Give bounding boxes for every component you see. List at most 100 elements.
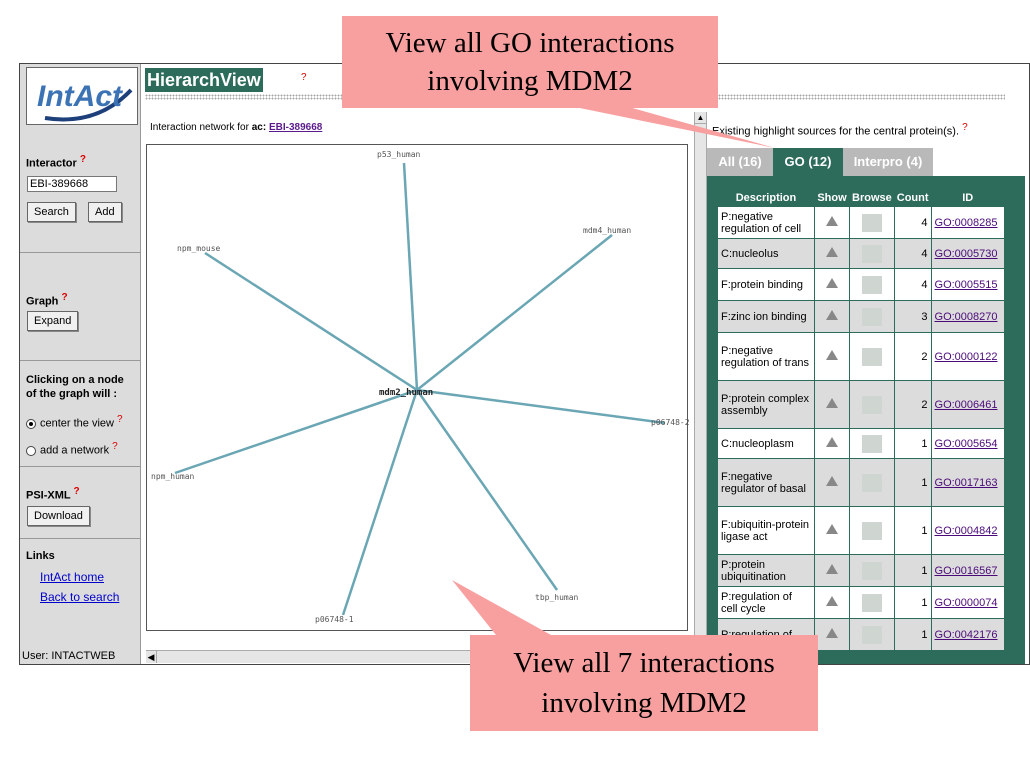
row-count: 1 bbox=[893, 586, 932, 619]
show-icon[interactable] bbox=[814, 332, 850, 381]
page-title: HierarchView bbox=[145, 68, 263, 92]
go-id-link[interactable]: GO:0000122 bbox=[934, 350, 998, 363]
browse-icon[interactable] bbox=[849, 618, 895, 651]
show-icon[interactable] bbox=[814, 506, 850, 555]
edge-mdm4 bbox=[416, 234, 613, 391]
edge-p06748-1 bbox=[341, 389, 419, 616]
go-panel: Description Show Browse Count ID P:negat… bbox=[707, 176, 1025, 664]
annotation-go-interactions: View all GO interactions involving MDM2 bbox=[342, 16, 718, 108]
scroll-left-icon[interactable]: ◀ bbox=[146, 651, 157, 663]
go-id-link[interactable]: GO:0005515 bbox=[934, 278, 998, 291]
row-description: C:nucleoplasm bbox=[717, 428, 815, 459]
node-npm-human[interactable]: npm_human bbox=[151, 472, 195, 481]
browse-icon[interactable] bbox=[849, 428, 895, 459]
node-mdm2-human[interactable]: mdm2_human bbox=[379, 388, 433, 398]
tab-interpro[interactable]: Interpro (4) bbox=[843, 148, 933, 176]
go-id-link[interactable]: GO:0000074 bbox=[934, 596, 998, 609]
go-table: Description Show Browse Count ID P:negat… bbox=[717, 188, 1006, 651]
radio-add-network[interactable]: add a network ? bbox=[26, 441, 118, 457]
go-id-link[interactable]: GO:0005730 bbox=[934, 247, 998, 260]
row-description: F:ubiquitin-protein ligase act bbox=[717, 506, 815, 555]
show-icon[interactable] bbox=[814, 458, 850, 507]
browse-icon[interactable] bbox=[849, 206, 895, 239]
divider bbox=[20, 252, 140, 253]
row-count: 1 bbox=[893, 506, 932, 555]
divider bbox=[20, 466, 140, 467]
browse-icon[interactable] bbox=[849, 506, 895, 555]
go-id-link[interactable]: GO:0042176 bbox=[934, 628, 998, 641]
show-icon[interactable] bbox=[814, 586, 850, 619]
browse-icon[interactable] bbox=[849, 458, 895, 507]
row-count: 4 bbox=[893, 268, 932, 301]
expand-button[interactable]: Expand bbox=[27, 311, 79, 331]
go-id-link[interactable]: GO:0005654 bbox=[934, 437, 998, 450]
links-label: Links bbox=[26, 550, 55, 562]
search-button[interactable]: Search bbox=[27, 202, 76, 222]
tab-all[interactable]: All (16) bbox=[707, 148, 773, 176]
show-icon[interactable] bbox=[814, 268, 850, 301]
show-icon[interactable] bbox=[814, 380, 850, 429]
browse-icon[interactable] bbox=[849, 238, 895, 269]
show-icon[interactable] bbox=[814, 300, 850, 333]
radio-selected-icon bbox=[26, 418, 36, 429]
go-id-link[interactable]: GO:0016567 bbox=[934, 564, 998, 577]
annotation-line: View all 7 interactions bbox=[513, 647, 775, 679]
vertical-scrollbar[interactable]: ▲ bbox=[694, 112, 707, 664]
show-icon[interactable] bbox=[814, 428, 850, 459]
row-description: P:regulation of cell cycle bbox=[717, 586, 815, 619]
help-icon[interactable]: ? bbox=[301, 72, 307, 83]
go-id-link[interactable]: GO:0008270 bbox=[934, 310, 998, 323]
intact-home-link[interactable]: IntAct home bbox=[40, 570, 105, 584]
interaction-graph[interactable]: p53_human mdm4_human npm_mouse p06748-2 … bbox=[146, 144, 690, 631]
go-id-link[interactable]: GO:0004842 bbox=[934, 524, 998, 537]
browse-icon[interactable] bbox=[849, 268, 895, 301]
node-p06748-2[interactable]: p06748-2 bbox=[651, 418, 690, 427]
interactor-input[interactable] bbox=[27, 176, 117, 192]
tab-go[interactable]: GO (12) bbox=[773, 148, 843, 176]
download-button[interactable]: Download bbox=[27, 506, 90, 526]
browse-icon[interactable] bbox=[849, 380, 895, 429]
source-tabs: All (16) GO (12) Interpro (4) bbox=[707, 148, 1025, 176]
radio-center-view[interactable]: center the view ? bbox=[26, 414, 123, 430]
show-icon[interactable] bbox=[814, 206, 850, 239]
annotation-all-interactions: View all 7 interactions involving MDM2 bbox=[470, 635, 818, 731]
radio-unselected-icon bbox=[26, 445, 36, 456]
node-p06748-1[interactable]: p06748-1 bbox=[315, 615, 354, 624]
network-label: Interaction network for ac: EBI-389668 bbox=[150, 122, 323, 133]
row-count: 1 bbox=[893, 428, 932, 459]
row-description: P:negative regulation of trans bbox=[717, 332, 815, 381]
add-button[interactable]: Add bbox=[88, 202, 122, 222]
scroll-up-icon[interactable]: ▲ bbox=[695, 113, 706, 124]
node-mdm4-human[interactable]: mdm4_human bbox=[583, 226, 631, 235]
go-id-link[interactable]: GO:0006461 bbox=[934, 398, 998, 411]
back-to-search-link[interactable]: Back to search bbox=[40, 590, 120, 604]
node-p53-human[interactable]: p53_human bbox=[377, 150, 421, 159]
show-icon[interactable] bbox=[814, 554, 850, 587]
go-id-link[interactable]: GO:0008285 bbox=[934, 216, 998, 229]
user-label: User: INTACTWEB bbox=[22, 650, 116, 662]
accession-link[interactable]: EBI-389668 bbox=[268, 122, 323, 133]
divider bbox=[20, 538, 140, 539]
row-count: 2 bbox=[893, 380, 932, 429]
show-icon[interactable] bbox=[814, 618, 850, 651]
col-browse: Browse bbox=[849, 188, 895, 207]
intact-logo[interactable]: IntAct bbox=[26, 67, 138, 125]
node-npm-mouse[interactable]: npm_mouse bbox=[177, 244, 221, 253]
go-id-link[interactable]: GO:0017163 bbox=[934, 476, 998, 489]
col-count: Count bbox=[893, 188, 932, 207]
show-icon[interactable] bbox=[814, 238, 850, 269]
node-tbp-human[interactable]: tbp_human bbox=[535, 593, 579, 602]
browse-icon[interactable] bbox=[849, 554, 895, 587]
click-node-label-2: of the graph will : bbox=[26, 388, 118, 400]
graph-label: Graph ? bbox=[26, 292, 68, 308]
browse-icon[interactable] bbox=[849, 332, 895, 381]
browse-icon[interactable] bbox=[849, 586, 895, 619]
top-callout-pointer bbox=[560, 104, 775, 148]
